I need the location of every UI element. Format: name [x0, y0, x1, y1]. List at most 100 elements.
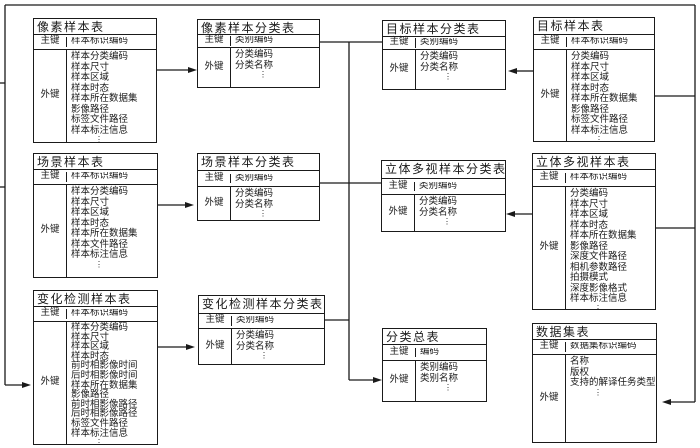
- fk-field: 样本标注信息: [71, 428, 129, 439]
- fk-field: 影像路径: [570, 241, 609, 252]
- fk-field: 影像路径: [71, 104, 110, 115]
- fk-label: 外键: [534, 50, 567, 141]
- fk-row: 外键分类编码分类名称⋮: [382, 194, 505, 231]
- fk-field-list: 类别编码类别名称⋮: [416, 361, 486, 401]
- fk-field: 样本分类编码: [71, 323, 129, 333]
- fk-field: 分类编码: [571, 52, 610, 62]
- pk-row: 主键类别编码: [382, 178, 505, 194]
- fk-field: 后时相影像时间: [71, 370, 138, 381]
- fk-field: 后时相影像路径: [71, 409, 138, 420]
- fk-field: 名称: [570, 357, 590, 367]
- fk-label: 外键: [533, 187, 566, 309]
- fk-label: 外键: [34, 185, 67, 277]
- pk-label: 主键: [383, 38, 416, 48]
- pk-value: 样本标识编码: [570, 173, 628, 183]
- fk-field-list: 名称版权支持的解译任务类型⋮: [566, 355, 656, 442]
- fk-field: 分类编码: [419, 197, 458, 207]
- pk-row: 主键类别编码: [383, 36, 505, 49]
- pk-value: 类别编码: [235, 36, 274, 46]
- table-box-change-detect-sample: 变化检测样本表主键样本标识编码外键样本分类编码样本尺寸样本区域样本时态前时相影像…: [33, 290, 158, 445]
- pk-label: 主键: [34, 309, 67, 319]
- pk-value: 样本标识编码: [71, 309, 129, 319]
- table-title: 变化检测样本分类表: [202, 297, 324, 311]
- pk-value: 样本标识编码: [571, 37, 629, 47]
- ellipsis: ⋮: [595, 135, 603, 142]
- fk-field: 样本分类编码: [71, 187, 129, 197]
- pk-row: 主键样本标识编码: [34, 34, 156, 49]
- table-box-stereo-sample: 立体多视样本表主键样本标识编码外键分类编码样本尺寸样本区域样本时态样本所在数据集…: [532, 153, 656, 310]
- fk-field: 样本标注信息: [71, 250, 129, 260]
- fk-field: 分类名称: [420, 62, 459, 73]
- fk-label: 外键: [533, 355, 566, 442]
- fk-label: 外键: [198, 48, 231, 87]
- fk-field: 样本所在数据集: [570, 231, 637, 241]
- fk-field: 样本所在数据集: [71, 229, 138, 239]
- fk-field: 分类编码: [420, 52, 459, 62]
- pk-row: 主键样本标识编码: [34, 169, 157, 184]
- fk-field: 样本时态: [570, 220, 609, 231]
- fk-field-list: 分类编码分类名称⋮: [231, 48, 319, 87]
- fk-row: 外键分类编码分类名称⋮: [198, 47, 319, 87]
- pk-row: 主键样本标识编码: [534, 34, 654, 49]
- fk-field: 分类编码: [235, 50, 274, 60]
- fk-field: 样本区域: [71, 208, 110, 218]
- fk-field: 分类编码: [236, 331, 275, 341]
- fk-label: 外键: [382, 195, 415, 231]
- fk-label: 外键: [34, 50, 67, 142]
- fk-field-list: 分类编码分类名称⋮: [416, 50, 505, 89]
- table-title: 立体多视样本分类表: [385, 162, 505, 176]
- ellipsis: ⋮: [444, 383, 452, 392]
- fk-field-list: 样本分类编码样本尺寸样本区域样本时态前时相影像时间后时相影像时间样本所在数据集影…: [67, 322, 157, 444]
- table-title: 场景样本分类表: [201, 155, 296, 169]
- fk-field-list: 样本分类编码样本尺寸样本区域样本时态样本所在数据集影像路径标签文件路径样本标注信…: [67, 50, 156, 142]
- table-box-pixel-sample: 像素样本表主键样本标识编码外键样本分类编码样本尺寸样本区域样本时态样本所在数据集…: [33, 18, 157, 143]
- table-box-change-detect-sample-class: 变化检测样本分类表主键类别编码外键分类编码分类名称⋮: [198, 295, 325, 365]
- fk-field-list: 分类编码分类名称⋮: [231, 187, 319, 220]
- fk-field: 分类名称: [235, 199, 274, 210]
- fk-field: 样本时态: [71, 218, 110, 229]
- pk-label: 主键: [199, 316, 232, 326]
- ellipsis: ⋮: [259, 70, 267, 79]
- fk-label: 外键: [34, 322, 67, 444]
- fk-field: 样本时态: [71, 83, 110, 94]
- ellipsis: ⋮: [95, 135, 103, 143]
- fk-row: 外键类别编码类别名称⋮: [383, 360, 486, 401]
- fk-field: 样本尺寸: [71, 332, 110, 343]
- fk-field: 分类名称: [236, 341, 275, 352]
- fk-field: 样本所在数据集: [71, 380, 138, 391]
- pk-row: 主键类别编码: [199, 313, 324, 328]
- fk-row: 外键名称版权支持的解译任务类型⋮: [533, 354, 656, 442]
- table-box-dataset: 数据集表主键数据集标识编码外键名称版权支持的解译任务类型⋮: [532, 323, 657, 443]
- pk-label: 主键: [533, 173, 566, 183]
- fk-row: 外键分类编码分类名称⋮: [198, 186, 319, 220]
- fk-field: 深度影像格式: [570, 283, 628, 294]
- fk-field: 样本文件路径: [71, 239, 129, 250]
- fk-field: 样本尺寸: [71, 62, 110, 73]
- ellipsis: ⋮: [95, 438, 103, 444]
- pk-value: 样本标识编码: [71, 172, 129, 182]
- fk-field: 类别名称: [420, 373, 459, 384]
- fk-label: 外键: [199, 329, 232, 364]
- ellipsis: ⋮: [443, 217, 451, 226]
- table-title: 像素样本分类表: [201, 21, 296, 34]
- pk-label: 主键: [198, 36, 231, 46]
- table-title: 场景样本表: [37, 155, 105, 169]
- fk-field-list: 分类编码样本尺寸样本区域样本时态样本所在数据集影像路径深度文件路径相机参数路径拍…: [566, 187, 655, 309]
- fk-field: 分类编码: [570, 189, 609, 199]
- table-title: 数据集表: [536, 325, 591, 339]
- fk-field: 样本区域: [71, 342, 110, 353]
- pk-row: 主键类别编码: [198, 170, 319, 186]
- table-title: 像素样本表: [37, 20, 105, 34]
- table-box-target-sample-class: 目标样本分类表主键类别编码外键分类编码分类名称⋮: [382, 20, 506, 90]
- ellipsis: ⋮: [594, 387, 602, 397]
- fk-field: 分类编码: [235, 189, 274, 199]
- pk-value: 编码: [420, 347, 440, 357]
- pk-value: 类别编码: [235, 173, 274, 183]
- table-box-scene-sample-class: 场景样本分类表主键类别编码外键分类编码分类名称⋮: [197, 153, 320, 221]
- fk-field-list: 分类编码样本尺寸样本区域样本时态样本所在数据集影像路径标签文件路径样本标注信息⋮: [567, 50, 654, 141]
- fk-field: 标签文件路径: [71, 115, 129, 125]
- fk-field: 样本尺寸: [71, 197, 110, 208]
- table-title: 目标样本表: [537, 19, 605, 33]
- fk-row: 外键分类编码分类名称⋮: [383, 49, 505, 89]
